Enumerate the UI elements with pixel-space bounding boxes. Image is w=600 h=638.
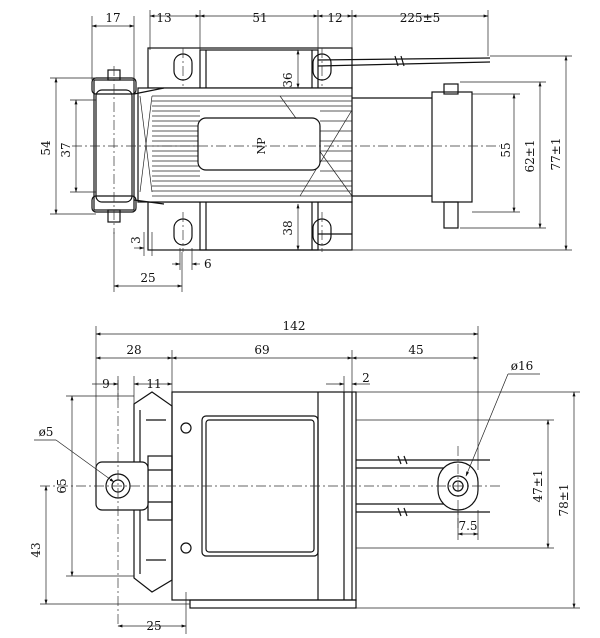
dim-78-label: 78±1 (557, 484, 571, 517)
dim-36: 36 (281, 49, 300, 89)
dim-69: 69 (171, 343, 353, 392)
dim-55: 55 (472, 93, 520, 213)
dim-6-label: 6 (204, 257, 212, 271)
dim-36-label: 36 (281, 72, 295, 87)
dim-225: 225±5 (351, 10, 489, 56)
dim-62: 62±1 (460, 81, 546, 229)
dim-2-label: 2 (362, 371, 370, 385)
slot-hole-bottom-right (312, 212, 332, 252)
dim-11-label: 11 (146, 377, 161, 391)
dim-3: 3 (129, 232, 153, 256)
dim-12: 12 (317, 10, 353, 50)
plunger-tail-right (352, 83, 473, 229)
lower-mounting-plate (147, 201, 353, 251)
nameplate: NP (197, 117, 321, 171)
dim-17: 17 (91, 11, 135, 80)
dim-3-label: 3 (129, 236, 143, 244)
dim-25-side-label: 25 (146, 619, 161, 633)
dim-77: 77±1 (352, 55, 572, 251)
slot-hole-top-right (312, 48, 332, 86)
dim-7-5: 7.5 (457, 510, 479, 540)
side-base-foot (189, 599, 357, 609)
dim-2: 2 (326, 371, 370, 392)
dim-51-label: 51 (252, 11, 267, 25)
dim-28: 28 (95, 343, 173, 392)
slot-hole-top-left (173, 48, 193, 86)
dim-45-label: 45 (408, 343, 423, 357)
dim-38: 38 (281, 203, 300, 251)
dim-54: 54 (39, 77, 96, 215)
dim-phi16: ø16 (465, 359, 540, 477)
screw-hole-bottom (180, 542, 192, 554)
dim-43-label: 43 (29, 542, 43, 557)
dim-13-label: 13 (156, 11, 171, 25)
dim-phi5: ø5 (34, 425, 115, 483)
lead-wires (317, 55, 491, 235)
dim-17-label: 17 (105, 11, 120, 25)
dim-62-label: 62±1 (523, 140, 537, 173)
dim-6: 6 (172, 248, 212, 271)
dim-11: 11 (133, 376, 173, 404)
dim-77-label: 77±1 (549, 138, 563, 171)
dim-phi5-label: ø5 (39, 425, 54, 439)
dim-13: 13 (149, 10, 201, 50)
top-view: NP (39, 10, 572, 292)
dim-54-label: 54 (39, 140, 53, 156)
dim-phi16-label: ø16 (511, 359, 534, 373)
slot-hole-bottom-left (173, 212, 193, 252)
dim-38-label: 38 (281, 220, 295, 235)
side-view: 142 28 69 45 9 11 (29, 319, 580, 634)
dim-78: 78±1 (356, 391, 580, 609)
dim-45: 45 (351, 343, 479, 360)
dim-37-label: 37 (59, 142, 73, 157)
dim-37: 37 (59, 99, 96, 193)
dim-142: 142 (95, 319, 479, 470)
dim-142-label: 142 (283, 319, 306, 333)
dim-7-5-label: 7.5 (458, 519, 477, 533)
dim-65-label: 65 (55, 478, 69, 493)
screw-hole-top (180, 422, 192, 434)
dim-65: 65 (55, 395, 134, 577)
dim-43: 43 (29, 485, 190, 605)
dim-55-label: 55 (499, 142, 513, 157)
dim-51: 51 (199, 10, 319, 50)
side-housing (171, 391, 357, 601)
dim-25-top-label: 25 (140, 271, 155, 285)
dim-9-label: 9 (102, 377, 110, 391)
dim-12-label: 12 (327, 11, 342, 25)
dim-28-label: 28 (126, 343, 141, 357)
dim-25-top: 25 (113, 232, 183, 292)
dim-225-label: 225±5 (400, 11, 441, 25)
dim-47-label: 47±1 (531, 470, 545, 503)
dim-69-label: 69 (254, 343, 269, 357)
dim-47: 47±1 (356, 419, 554, 549)
dim-25-side: 25 (117, 592, 187, 634)
